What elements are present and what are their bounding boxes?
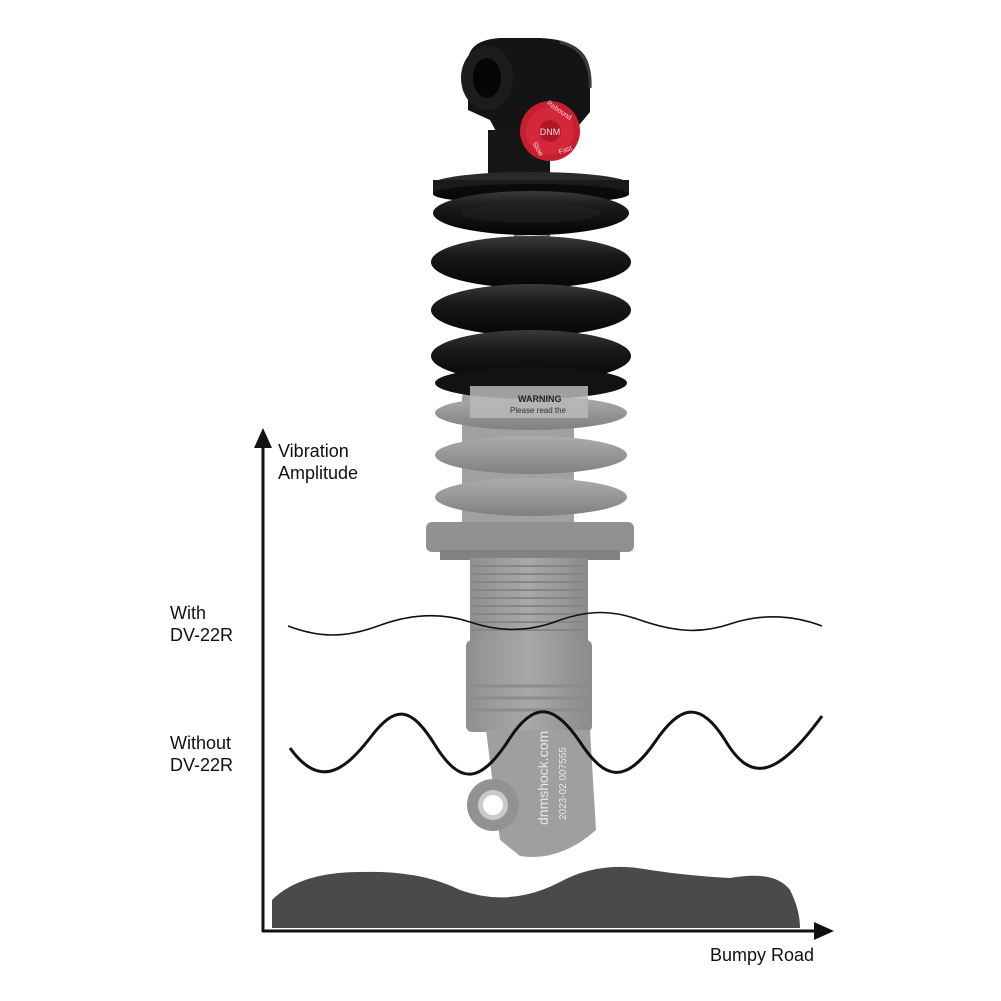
x-axis-arrow xyxy=(814,922,834,940)
shock-ghost-body: dnmshock.com 2023-02 007555 xyxy=(426,392,634,857)
y-axis-label-line2: Amplitude xyxy=(278,463,359,483)
without-dv22r-label: Without DV-22R xyxy=(170,732,233,776)
curve-with-dv22r xyxy=(287,611,823,636)
knob-right-label: Fast xyxy=(558,145,573,156)
y-axis-label-line1: Vibration xyxy=(278,441,349,461)
with-dv22r-label-line1: With xyxy=(170,603,206,623)
y-axis-label: Vibration Amplitude xyxy=(278,440,358,484)
without-dv22r-label-line2: DV-22R xyxy=(170,755,234,775)
with-dv22r-label: With DV-22R xyxy=(170,602,233,646)
shock-brand-url: dnmshock.com xyxy=(535,731,551,825)
with-dv22r-label-line2: DV-22R xyxy=(170,625,234,645)
chart-axes xyxy=(254,428,834,940)
shock-absorber-top: WARNING Please read the DNM Rebound Slow… xyxy=(431,38,631,418)
y-axis-arrow xyxy=(254,428,272,448)
shock-serial-number: 2023-02 007555 xyxy=(558,747,569,820)
curve-without-dv22r xyxy=(288,710,824,776)
warning-subtext: Please read the xyxy=(510,406,567,415)
warning-label: WARNING xyxy=(518,394,562,404)
bumpy-road-surface xyxy=(272,866,800,928)
x-axis-label: Bumpy Road xyxy=(710,945,815,965)
knob-center-label: DNM xyxy=(540,127,561,137)
spring-coils xyxy=(431,191,631,399)
without-dv22r-label-line1: Without xyxy=(170,733,232,753)
